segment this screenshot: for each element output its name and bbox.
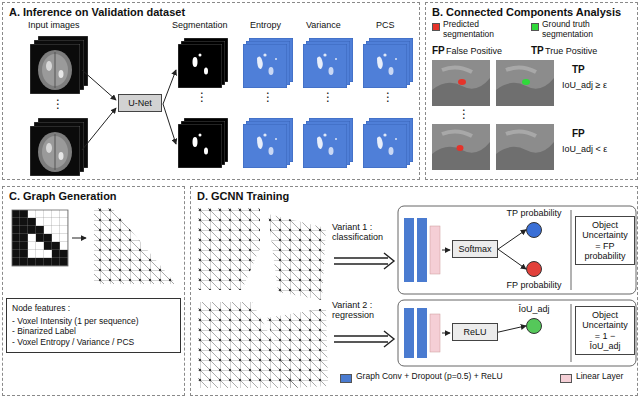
node-text: FP probability: [500, 280, 568, 291]
node-text: Object Uncertainty = FP probability: [579, 220, 631, 261]
softmax-box: Softmax: [452, 240, 498, 258]
text-label: FP: [432, 45, 445, 57]
ellipsis: ⋮: [382, 91, 394, 103]
legend-text: Linear Layer: [576, 372, 636, 382]
panel-title: B. Connected Components Analysis: [432, 6, 637, 19]
node-text: - Voxel Entropy / Variance / PCS: [12, 337, 175, 348]
ellipsis: ⋮: [458, 108, 470, 120]
node-text: - Binarized Label: [12, 326, 175, 337]
text-label: True Positive: [545, 46, 597, 56]
text-label: PCS: [376, 20, 395, 30]
node-text: U-Net: [122, 98, 158, 108]
output-node: ÎoU_adj: [500, 304, 568, 337]
feature-box: Node features : - Voxel Intensity (1 per …: [6, 298, 181, 353]
legend-swatch: [560, 374, 572, 383]
text-label: Variant 1 : classification: [332, 222, 394, 243]
text-label: Segmentation: [172, 20, 228, 30]
probability-circle: [526, 261, 542, 277]
panel-title: D. GCNN Training: [197, 190, 637, 203]
text-label: IoU_adj ≥ ε: [562, 80, 607, 90]
ellipsis: ⋮: [262, 91, 274, 103]
result-box: Object Uncertainty = FP probability: [575, 216, 635, 265]
node-text: ReLU: [456, 327, 494, 337]
node-text: Softmax: [456, 244, 494, 254]
text-label: Input images: [28, 20, 80, 30]
node-text: ÎoU_adj: [500, 304, 568, 315]
connector-arrow: [498, 326, 526, 332]
legend-text: Ground truth segmentation: [542, 20, 634, 40]
panel-title: C. Graph Generation: [9, 190, 184, 203]
panel: C. Graph GenerationNode features : - Voxe…: [2, 186, 185, 396]
text-label: IoU_adj < ε: [562, 144, 607, 154]
probability-circle: [526, 318, 542, 334]
connector-arrow: [498, 230, 526, 249]
text-label: Entropy: [250, 20, 281, 30]
probability-circle: [526, 222, 542, 238]
node-text: TP probability: [500, 208, 568, 219]
legend-swatch: [340, 374, 352, 383]
result-box: Object Uncertainty = 1 − ÎoU_adj: [575, 306, 635, 355]
ellipsis: ⋮: [196, 91, 208, 103]
node-text: Node features :: [12, 303, 175, 314]
panel: D. GCNN TrainingSoftmax TP probability FP …: [190, 186, 638, 396]
text-label: TP: [572, 64, 585, 76]
legend-text: Graph Conv + Dropout (p=0.5) + ReLU: [356, 372, 531, 382]
text-label: Variant 2 : regression: [332, 300, 394, 321]
ellipsis: ⋮: [52, 98, 64, 110]
text-label: TP: [531, 45, 544, 57]
panel-title: A. Inference on Validation dataset: [9, 6, 419, 19]
process-box: U-Net: [118, 94, 162, 112]
relu-box: ReLU: [452, 323, 498, 341]
legend-swatch: [531, 23, 539, 31]
text-label: FP: [572, 128, 585, 140]
ellipsis: ⋮: [322, 91, 334, 103]
text-label: Variance: [306, 20, 341, 30]
node-text: Object Uncertainty = 1 − ÎoU_adj: [579, 310, 631, 351]
output-node: TP probability: [500, 208, 568, 241]
text-label: False Positive: [446, 46, 502, 56]
output-node: FP probability: [500, 258, 568, 291]
legend-swatch: [432, 23, 440, 31]
connector-arrow: [498, 249, 526, 269]
node-text: - Voxel Intensity (1 per sequence): [12, 316, 175, 327]
legend-text: Predicted segmentation: [443, 20, 527, 40]
